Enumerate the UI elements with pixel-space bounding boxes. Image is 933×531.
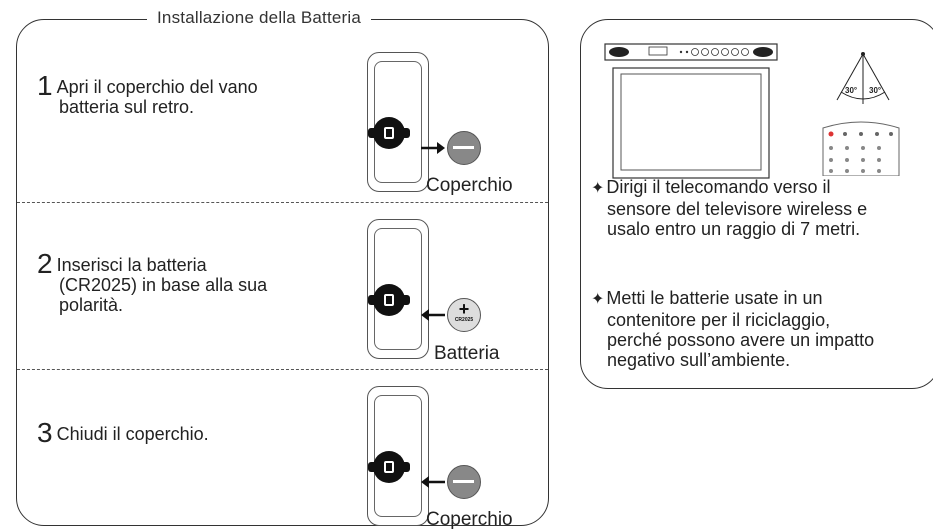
arrow-left-icon: [421, 309, 445, 321]
battery-slot-icon: [368, 451, 410, 483]
arrow-right-icon: [421, 142, 445, 154]
remote-back-illustration: [367, 219, 429, 359]
tv-soundbar-illustration: [604, 43, 778, 179]
note-2-line2: contenitore per il riciclaggio,: [607, 310, 831, 330]
note-1-line2: sensore del televisore wireless e: [607, 199, 868, 219]
angle-right-label: 30°: [869, 86, 882, 95]
note-remote-range: ✦Dirigi il telecomando verso il sensore …: [591, 177, 933, 239]
battery-code: CR2025: [454, 317, 474, 323]
step-1-line2: batteria sul retro.: [59, 97, 195, 117]
note-2-line3: perché possono avere un impatto: [607, 330, 875, 350]
step-3-caption: Coperchio: [426, 509, 513, 530]
note-2-line4: negativo sull’ambiente.: [607, 350, 791, 370]
note-2-line1: Metti le batterie usate in un: [606, 288, 823, 308]
cover-icon: [447, 465, 481, 499]
step-1-number: 1: [37, 70, 53, 101]
cover-icon: [447, 131, 481, 165]
arrow-left-icon: [421, 476, 445, 488]
battery-slot-icon: [368, 284, 410, 316]
angle-left-label: 30°: [845, 86, 858, 95]
remote-front-icon: [822, 121, 900, 176]
star-bullet-icon: ✦: [591, 180, 605, 197]
battery-slot-icon: [368, 117, 410, 149]
note-1-line1: Dirigi il telecomando verso il: [606, 177, 831, 197]
usage-tips-panel: 30° 30° ✦Dirigi il telecomando verso il …: [580, 19, 933, 389]
step-2-line1: Inserisci la batteria: [56, 255, 207, 275]
step-divider: [17, 202, 548, 203]
star-bullet-icon: ✦: [591, 291, 605, 308]
remote-back-illustration: [367, 52, 429, 192]
panel-title: Installazione della Batteria: [147, 8, 372, 28]
step-divider: [17, 369, 548, 370]
step-2-caption: Batteria: [434, 343, 500, 364]
note-battery-recycling: ✦Metti le batterie usate in un contenito…: [591, 288, 933, 370]
step-2-line3: polarità.: [59, 295, 124, 315]
step-1-line1: Apri il coperchio del vano: [56, 77, 258, 97]
step-1-caption: Coperchio: [426, 175, 513, 196]
step-2-line2: (CR2025) in base alla sua: [59, 275, 268, 295]
viewing-angle-icon: [836, 52, 890, 104]
step-3-number: 3: [37, 417, 53, 448]
battery-cr2025-icon: + CR2025: [447, 298, 481, 332]
step-3-line1: Chiudi il coperchio.: [56, 424, 209, 444]
step-2-number: 2: [37, 248, 53, 279]
remote-back-illustration: [367, 386, 429, 526]
note-1-line3: usalo entro un raggio di 7 metri.: [607, 219, 861, 239]
